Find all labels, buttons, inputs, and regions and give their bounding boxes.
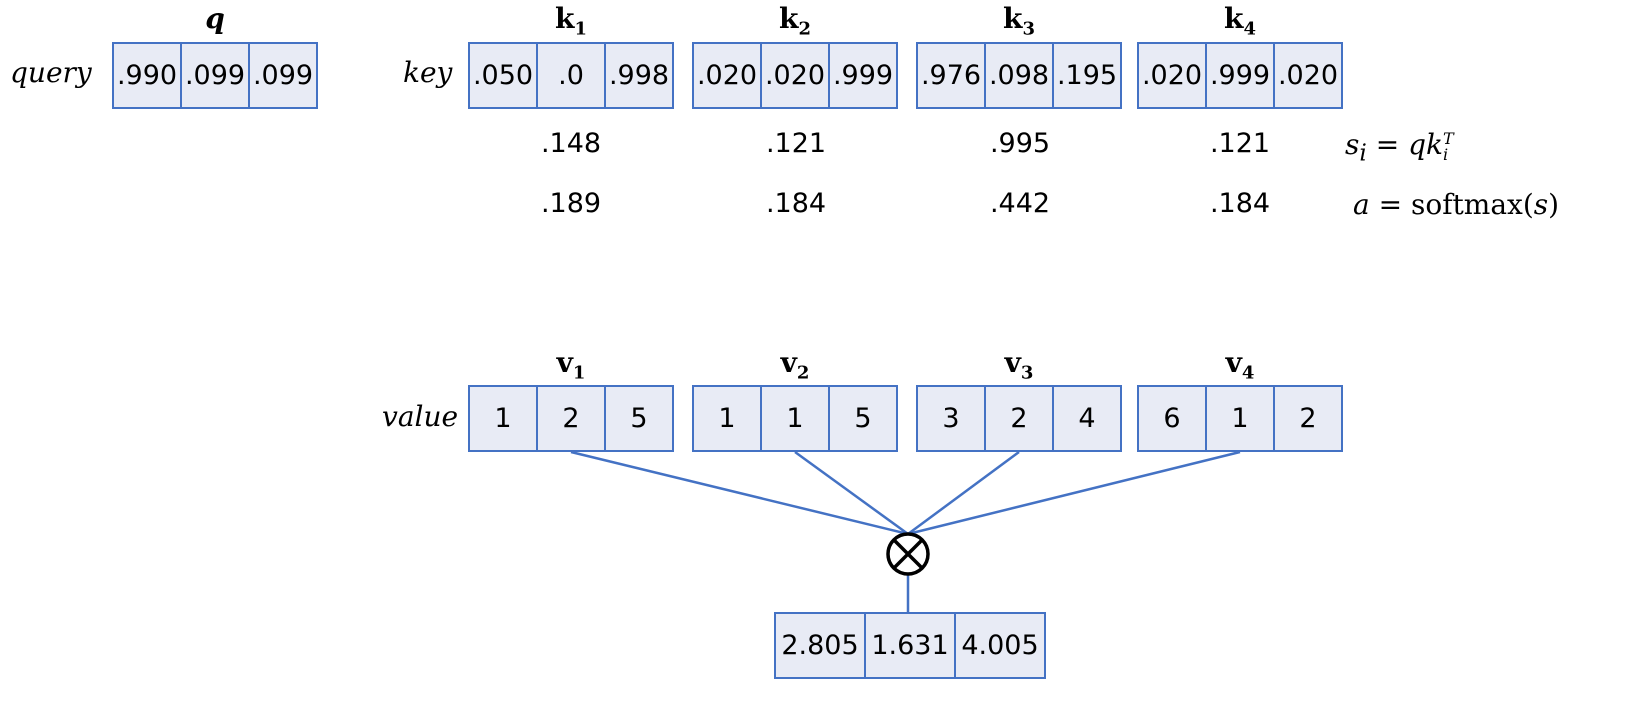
value-cell: 1 [1205, 385, 1275, 452]
value-to-operator-line [907, 450, 1241, 536]
value-cell: 1 [692, 385, 762, 452]
value-label: value [382, 400, 459, 433]
key-cell: .195 [1052, 42, 1122, 109]
key-cell: .098 [984, 42, 1054, 109]
query-label: query [10, 56, 92, 89]
query-cell: .099 [248, 42, 318, 109]
value-to-operator-line [570, 450, 909, 536]
score-value: .121 [765, 128, 827, 159]
value-cell: 5 [828, 385, 898, 452]
value-cell: 2 [536, 385, 606, 452]
output-cell: 4.005 [954, 612, 1046, 679]
key-cell: .999 [1205, 42, 1275, 109]
key-cell: .998 [604, 42, 674, 109]
key-cell: .020 [1137, 42, 1207, 109]
key-cell: .0 [536, 42, 606, 109]
value-to-operator-line [794, 450, 909, 536]
output-cell: 2.805 [774, 612, 866, 679]
value-cell: 1 [468, 385, 538, 452]
value-cell: 2 [984, 385, 1054, 452]
weight-value: .184 [765, 188, 827, 219]
score-value: .121 [1209, 128, 1271, 159]
key-cell: .020 [760, 42, 830, 109]
value-2-header: v2 [780, 346, 810, 384]
score-value: .995 [989, 128, 1051, 159]
key-label: key [403, 56, 453, 89]
value-cell: 2 [1273, 385, 1343, 452]
key-cell: .020 [1273, 42, 1343, 109]
query-cell: .990 [112, 42, 182, 109]
value-4-header: v4 [1225, 346, 1255, 384]
key-4-header: k4 [1224, 2, 1256, 40]
key-cell: .976 [916, 42, 986, 109]
key-1-header: k1 [555, 2, 587, 40]
key-2-header: k2 [779, 2, 811, 40]
circled-times-icon [886, 532, 930, 576]
key-3-header: k3 [1003, 2, 1035, 40]
query-header: q [205, 2, 225, 35]
value-cell: 1 [760, 385, 830, 452]
key-cell: .050 [468, 42, 538, 109]
key-cell: .020 [692, 42, 762, 109]
query-cell: .099 [180, 42, 250, 109]
value-to-operator-line [907, 450, 1020, 536]
value-cell: 5 [604, 385, 674, 452]
score-value: .148 [540, 128, 602, 159]
value-cell: 3 [916, 385, 986, 452]
value-1-header: v1 [556, 346, 586, 384]
key-cell: .999 [828, 42, 898, 109]
attention-formula: a = softmax(s) [1353, 188, 1560, 221]
weight-value: .184 [1209, 188, 1271, 219]
value-cell: 6 [1137, 385, 1207, 452]
weight-value: .442 [989, 188, 1051, 219]
output-cell: 1.631 [864, 612, 956, 679]
weight-value: .189 [540, 188, 602, 219]
value-3-header: v3 [1004, 346, 1034, 384]
value-cell: 4 [1052, 385, 1122, 452]
